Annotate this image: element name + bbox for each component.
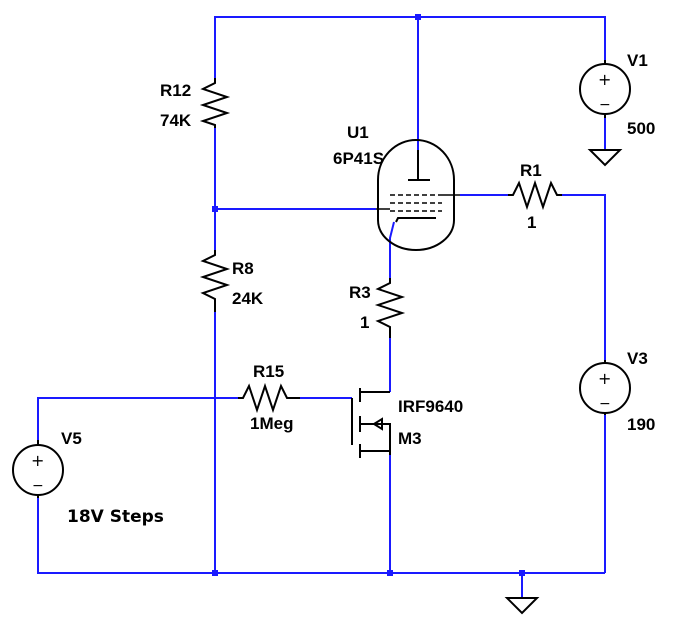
r15-ref-label: R15 [253,362,284,381]
v3-value-label: 190 [627,415,655,434]
resistor-r8 [199,250,231,312]
u1-ref-label: U1 [347,123,369,142]
mosfet-m3 [351,388,391,458]
r12-ref-label: R12 [160,81,191,100]
r8-ref-label: R8 [232,259,254,278]
ground-symbol-bottom [504,597,540,615]
junctions [212,14,525,576]
vacuum-tube-u1 [376,139,460,251]
junction-divider [212,206,218,212]
v1-value-label: 500 [627,119,655,138]
r1-ref-label: R1 [520,161,542,180]
r1-value-label: 1 [527,213,536,232]
v5-minus: − [32,478,44,494]
v3-plus: + [598,369,611,388]
v1-ref-label: V1 [627,51,648,70]
r8-value-label: 24K [232,289,264,308]
junction-top [415,14,421,20]
v1-minus: − [599,97,611,113]
r15-value-label: 1Meg [250,414,293,433]
v5-note-label: 18V Steps [67,507,164,527]
resistor-r15 [238,382,300,414]
v3-minus: − [599,396,611,412]
resistor-r3 [374,278,406,338]
voltage-source-v1: + − [579,60,631,118]
resistor-r12 [199,78,231,128]
v3-ref-label: V3 [627,349,648,368]
v5-ref-label: V5 [61,429,82,448]
tube-cathode [395,217,436,223]
wire-v5-r15 [37,397,238,440]
ground-symbol-v1 [587,149,623,167]
v5-plus: + [31,451,44,470]
resistor-r1 [508,179,562,211]
r3-ref-label: R3 [349,283,371,302]
wire-top-rail [214,16,606,78]
junction-bottom-mid [387,570,393,576]
voltage-source-v5: + − [12,440,64,498]
v1-plus: + [598,70,611,89]
r3-value-label: 1 [360,313,369,332]
wire-r1-v3 [562,194,606,360]
voltage-source-v3: + − [579,360,631,415]
junction-bottom-left [212,570,218,576]
u1-value-label: 6P41S [333,149,384,168]
m3-ref-label: M3 [398,429,422,448]
wire-cathode [389,221,395,278]
mosfet-arrow [372,417,383,431]
wires [37,16,606,598]
m3-value-label: IRF9640 [398,397,463,416]
wire-bottom-rail [37,498,605,574]
labels: R12 74K U1 6P41S R1 1 V1 500 R8 24K R3 1… [61,51,655,527]
r12-value-label: 74K [160,111,192,130]
junction-bottom-ground [519,570,525,576]
tube-envelope [377,139,455,251]
mosfet-body-lead [360,423,391,455]
